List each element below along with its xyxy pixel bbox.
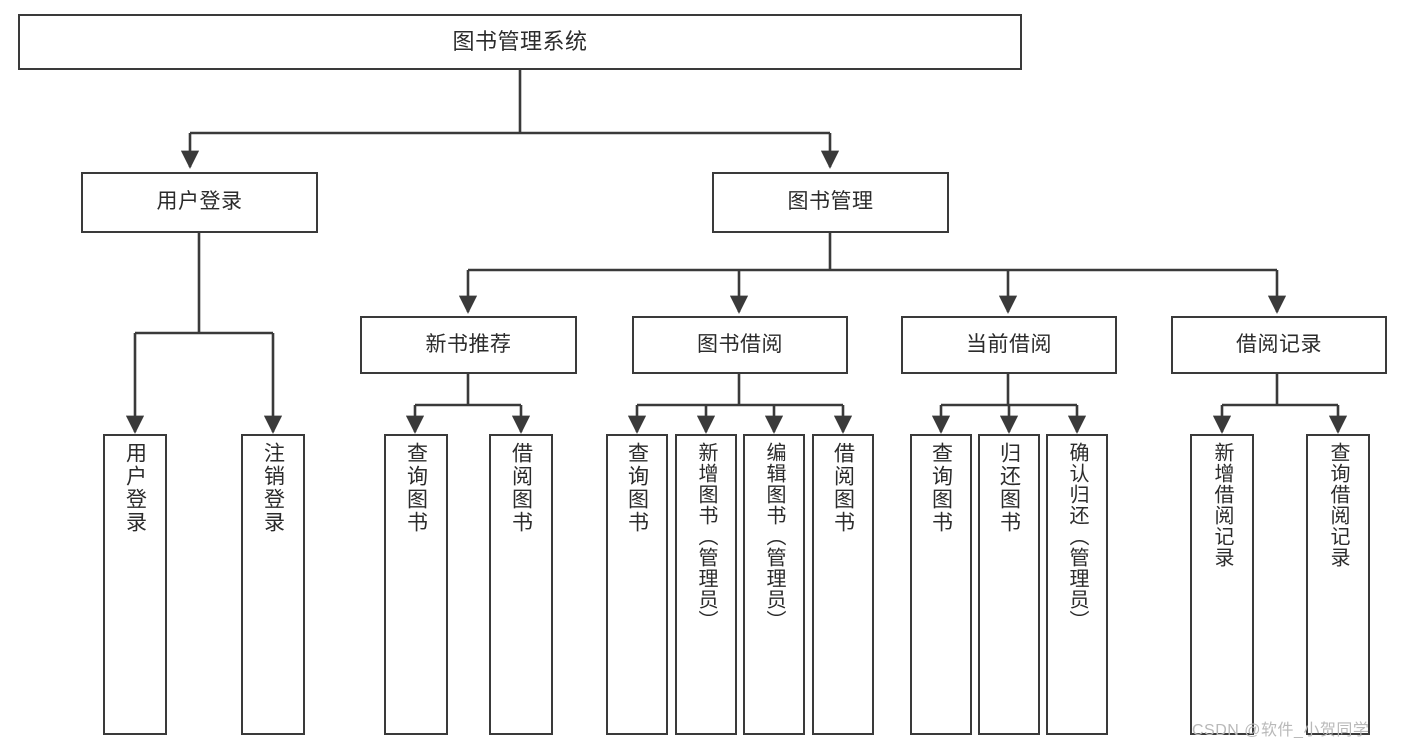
leaf-user-login[interactable]: 用户登录 [103, 434, 167, 735]
node-root-book-management-system[interactable]: 图书管理系统 [18, 14, 1022, 70]
node-label: 编辑图书（管理员） [763, 442, 785, 631]
node-label: 查询图书 [625, 442, 649, 534]
leaf-new-book-query-book[interactable]: 查询图书 [384, 434, 448, 735]
leaf-current-borrow-query-book[interactable]: 查询图书 [910, 434, 972, 735]
node-label: 用户登录 [123, 442, 147, 534]
node-label: 图书借阅 [697, 332, 783, 356]
leaf-book-borrow-add-book-admin[interactable]: 新增图书（管理员） [675, 434, 737, 735]
leaf-new-book-borrow-book[interactable]: 借阅图书 [489, 434, 553, 735]
node-label: 借阅图书 [831, 442, 855, 534]
node-label: 注销登录 [261, 442, 285, 534]
leaf-current-borrow-confirm-return-admin[interactable]: 确认归还（管理员） [1046, 434, 1108, 735]
leaf-logout-login[interactable]: 注销登录 [241, 434, 305, 735]
node-book-borrow[interactable]: 图书借阅 [632, 316, 848, 374]
leaf-current-borrow-return-book[interactable]: 归还图书 [978, 434, 1040, 735]
node-label: 查询借阅记录 [1327, 442, 1349, 568]
leaf-book-borrow-query-book[interactable]: 查询图书 [606, 434, 668, 735]
leaf-book-borrow-borrow-book[interactable]: 借阅图书 [812, 434, 874, 735]
node-current-borrow[interactable]: 当前借阅 [901, 316, 1117, 374]
node-user-login[interactable]: 用户登录 [81, 172, 318, 233]
node-label: 归还图书 [997, 442, 1021, 534]
node-label: 新增图书（管理员） [695, 442, 717, 631]
node-borrow-record[interactable]: 借阅记录 [1171, 316, 1387, 374]
node-label: 图书管理 [787, 190, 874, 214]
csdn-watermark: CSDN @软件_小贺同学 [1192, 722, 1370, 739]
node-new-book-recommend[interactable]: 新书推荐 [360, 316, 577, 374]
node-label: 新增借阅记录 [1211, 442, 1233, 568]
node-label: 图书管理系统 [452, 29, 588, 55]
node-label: 借阅记录 [1236, 332, 1322, 356]
leaf-borrow-record-query-record[interactable]: 查询借阅记录 [1306, 434, 1370, 735]
node-label: 用户登录 [156, 190, 243, 214]
node-label: 借阅图书 [509, 442, 533, 534]
node-label: 当前借阅 [966, 332, 1052, 356]
node-label: 查询图书 [929, 442, 953, 534]
leaf-borrow-record-add-record[interactable]: 新增借阅记录 [1190, 434, 1254, 735]
node-book-management[interactable]: 图书管理 [712, 172, 949, 233]
node-label: 确认归还（管理员） [1066, 442, 1088, 631]
node-label: 新书推荐 [425, 332, 512, 356]
node-label: 查询图书 [404, 442, 428, 534]
leaf-book-borrow-edit-book-admin[interactable]: 编辑图书（管理员） [743, 434, 805, 735]
